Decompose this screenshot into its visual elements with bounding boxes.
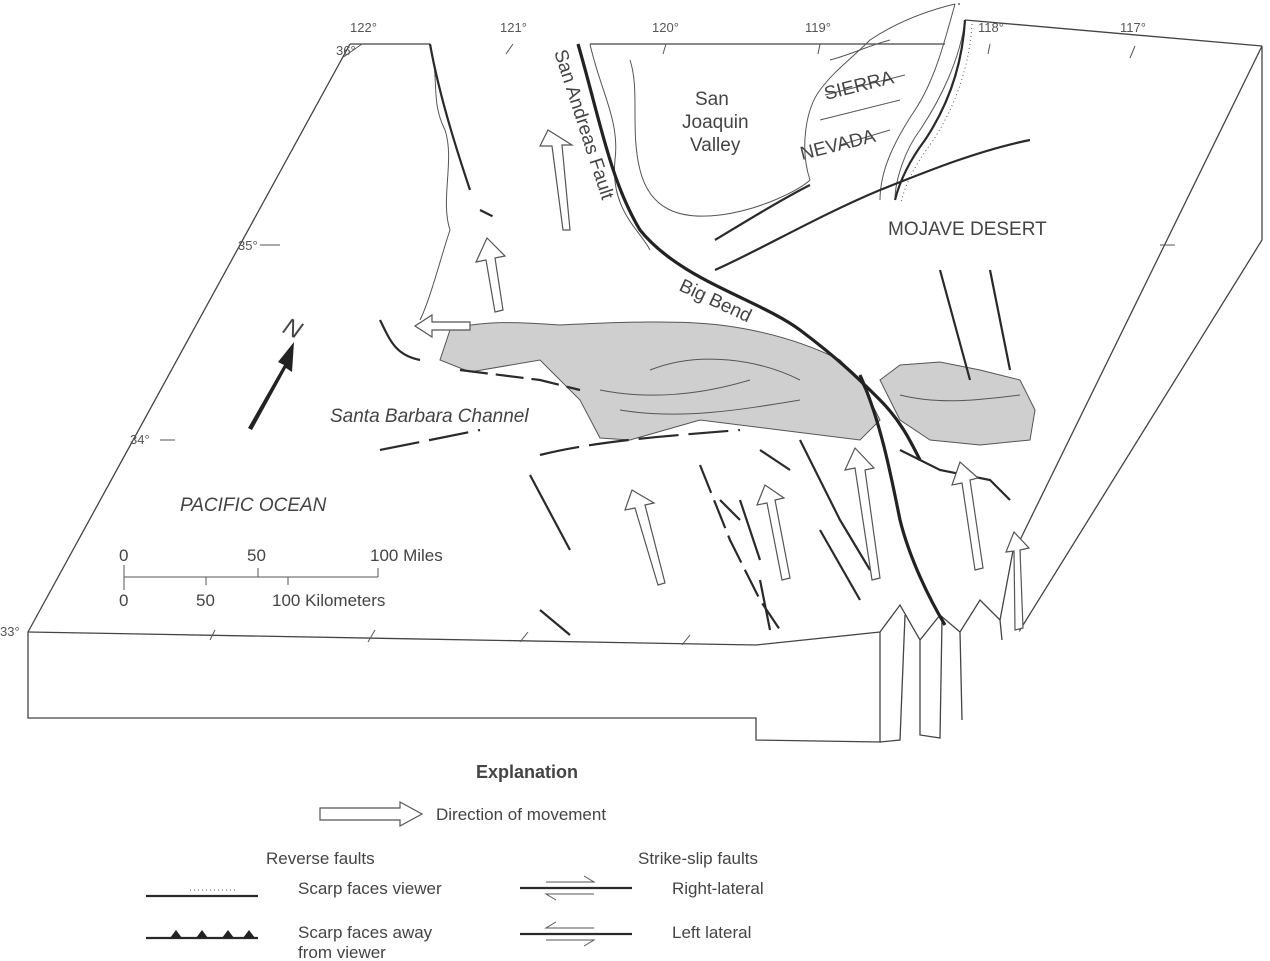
legend-scarp-away: Scarp faces away	[298, 923, 433, 942]
direction-arrow-icon	[319, 800, 424, 828]
lon-label: 117°	[1120, 20, 1146, 35]
lon-label: 119°	[805, 20, 831, 35]
valley-label: San	[695, 89, 729, 110]
lon-label: 121°	[500, 20, 527, 35]
arrow-icon	[756, 484, 791, 581]
longitude-labels: 122° 121° 120° 119° 118° 117°	[350, 20, 1146, 35]
arrow-icon	[951, 460, 984, 571]
legend-right-lateral: Right-lateral	[672, 879, 764, 898]
legend-scarp-viewer: Scarp faces viewer	[298, 879, 442, 898]
scale-mile-100: 100 Miles	[370, 546, 443, 565]
arrow-icon	[843, 446, 881, 581]
terrain-outlines	[419, 3, 966, 321]
legend-reverse-header: Reverse faults	[266, 849, 375, 868]
arrow-icon	[624, 489, 666, 586]
transverse-ranges	[439, 321, 1036, 446]
scale-km-0: 0	[119, 591, 128, 610]
legend-left-lateral: Left lateral	[672, 923, 751, 942]
santa-barbara-label: Santa Barbara Channel	[330, 406, 529, 427]
san-andreas-fault	[576, 43, 947, 626]
lat-label: 34°	[130, 432, 150, 447]
lon-label: 122°	[350, 20, 377, 35]
legend-scarp-away-2: from viewer	[298, 943, 386, 961]
valley-label: Joaquin	[682, 112, 749, 133]
north-arrow: N	[248, 313, 307, 430]
graticule-ticks	[160, 43, 1175, 646]
nevada-label: NEVADA	[798, 126, 878, 165]
arrow-icon	[413, 313, 471, 339]
scale-km-50: 50	[196, 591, 215, 610]
sierra-label: SIERRA	[822, 67, 896, 105]
lon-label: 118°	[978, 20, 1004, 35]
faults	[379, 43, 1031, 636]
scale-mile-0: 0	[119, 546, 128, 565]
legend-direction: Direction of movement	[436, 805, 606, 824]
lat-label: 36°	[336, 43, 356, 58]
arrow-icon	[539, 129, 575, 231]
legend-title: Explanation	[476, 762, 578, 782]
scale-mile-50: 50	[247, 546, 266, 565]
north-label: N	[279, 313, 307, 345]
lon-label: 120°	[652, 20, 679, 35]
valley-label: Valley	[690, 135, 741, 156]
mojave-label: MOJAVE DESERT	[888, 219, 1047, 240]
scale-bar: 0 50 100 Miles 0 50 100 Kilometers	[119, 546, 443, 610]
latitude-labels: 36° 35° 34° 33°	[0, 43, 356, 639]
legend-strike-header: Strike-slip faults	[638, 849, 758, 868]
arrow-icon	[474, 236, 507, 313]
lat-label: 35°	[238, 238, 258, 253]
arrow-icon	[1005, 530, 1031, 631]
legend: Explanation Direction of movement Revers…	[146, 762, 764, 961]
lat-label: 33°	[0, 624, 20, 639]
pacific-label: PACIFIC OCEAN	[180, 495, 327, 516]
movement-arrows	[413, 129, 1031, 631]
sierra-scarp	[893, 19, 973, 203]
scale-km-100: 100 Kilometers	[272, 591, 385, 610]
